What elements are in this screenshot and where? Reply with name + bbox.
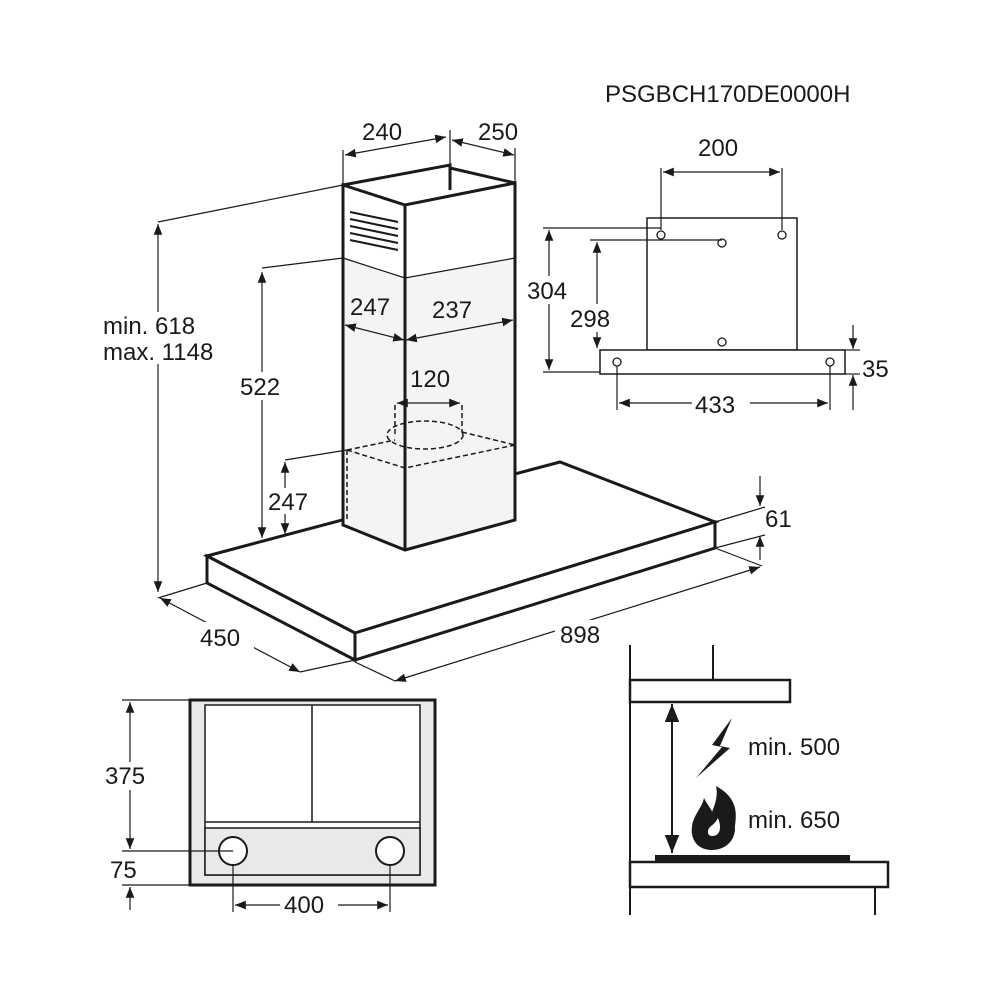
dimension-label: 35 bbox=[862, 356, 889, 383]
bottom-view: 375 75 400 bbox=[100, 698, 437, 920]
dimension-label: 433 bbox=[695, 392, 735, 419]
electric-clearance: min. 500 bbox=[748, 734, 840, 761]
model-code: PSGBCH170DE0000H bbox=[605, 81, 850, 108]
dimension-label: 450 bbox=[200, 625, 240, 652]
hood-perspective bbox=[202, 163, 720, 663]
lightning-icon bbox=[696, 718, 732, 778]
dimension-label: 120 bbox=[410, 366, 450, 393]
dimension-label: 898 bbox=[560, 622, 600, 649]
dimension-label: 400 bbox=[284, 892, 324, 919]
dimension-label: 247 bbox=[350, 294, 390, 321]
main-dimensions: 240 250 min. 618 max. 1148 522 247 247 2… bbox=[100, 119, 792, 682]
flame-icon bbox=[691, 786, 736, 850]
dimension-label: min. 618 bbox=[103, 313, 195, 340]
dimension-label: 522 bbox=[240, 374, 280, 401]
dimension-label: 298 bbox=[570, 306, 610, 333]
dimension-label: 247 bbox=[268, 489, 308, 516]
clearance-view: min. 500 min. 650 bbox=[628, 645, 890, 915]
vent-slots bbox=[349, 211, 399, 251]
gas-clearance: min. 650 bbox=[748, 807, 840, 834]
dimension-label: max. 1148 bbox=[103, 339, 213, 366]
light-right bbox=[375, 836, 405, 866]
dimension-label: 250 bbox=[478, 119, 518, 146]
dimension-label: 375 bbox=[105, 763, 145, 790]
dimension-label: 237 bbox=[432, 297, 472, 324]
dimension-label: 200 bbox=[698, 135, 738, 162]
dimension-label: 304 bbox=[527, 278, 567, 305]
dimension-label: 61 bbox=[765, 506, 792, 533]
bracket-view: 200 304 298 433 35 bbox=[525, 135, 889, 419]
dimension-label: 75 bbox=[110, 857, 137, 884]
dimension-label: 240 bbox=[362, 119, 402, 146]
